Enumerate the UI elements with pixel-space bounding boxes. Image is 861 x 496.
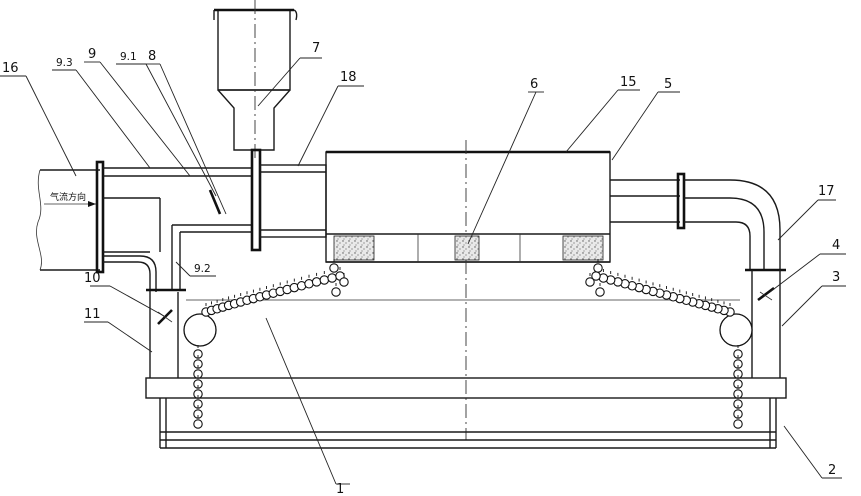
chain-link [319,275,330,285]
callout-2: 2 [828,463,836,478]
chain-link [733,399,743,409]
main-drum [325,140,611,440]
chain-vertical-left [193,345,203,429]
chain-link [193,409,203,419]
callout-9-3: 9.3 [56,57,73,69]
chain-link [733,389,743,399]
gas-inlet-duct: 气流方向 [36,169,100,271]
chain-link [304,279,314,289]
chain-link [733,349,743,359]
feed-hopper [213,0,298,160]
lining-block-left [333,235,375,261]
chain-link [193,349,203,359]
callout-5: 5 [664,77,672,92]
chain-link [593,263,603,273]
right-standpipe [751,270,781,378]
callout-6: 6 [530,77,538,92]
callout-4: 4 [832,238,840,253]
callout-3: 3 [832,270,840,285]
chain-link [193,359,203,369]
chain-link [585,277,595,287]
chain-link [733,419,743,429]
chain-link [733,369,743,379]
callout-8: 8 [148,49,156,64]
callout-17: 17 [818,184,835,199]
callout-9-2: 9.2 [194,263,211,275]
callout-11: 11 [84,307,101,322]
connector-section [250,148,327,252]
chain-link [329,263,339,273]
callout-16: 16 [2,61,19,76]
chain-link [733,379,743,389]
chain-link [311,277,322,287]
chain-vertical-right [733,345,743,429]
callout-15: 15 [620,75,637,90]
callout-1: 1 [336,482,344,496]
chain-link [595,287,605,297]
left-standpipe [146,288,186,378]
chain-link [339,277,349,287]
chain-conveyor-left [201,259,349,317]
leader-lines [0,57,846,485]
inlet-branch-duct [103,167,252,292]
callout-18: 18 [340,70,357,85]
lining-block-right [562,235,604,261]
support-rollers [183,313,753,347]
chain-link [193,379,203,389]
outlet-pipe [610,172,786,272]
chain-link [193,369,203,379]
flow-direction-label: 气流方向 [50,191,86,203]
chain-conveyor-right [585,259,735,317]
chain-link [331,287,341,297]
chain-link [193,419,203,429]
bottom-frame [145,299,787,449]
chain-link [733,409,743,419]
chain-link [193,399,203,409]
callout-labels: 16 9.3 9 9.1 8 7 18 6 15 5 17 4 3 10 11 … [2,41,840,496]
callout-7: 7 [312,41,320,56]
chain-link [733,359,743,369]
inlet-flange [95,160,105,274]
chain-link [327,273,337,283]
lining-block-center [454,235,480,261]
chain-link [193,389,203,399]
callout-9: 9 [88,47,96,62]
callout-10: 10 [84,271,101,286]
callout-9-1: 9.1 [120,51,137,63]
